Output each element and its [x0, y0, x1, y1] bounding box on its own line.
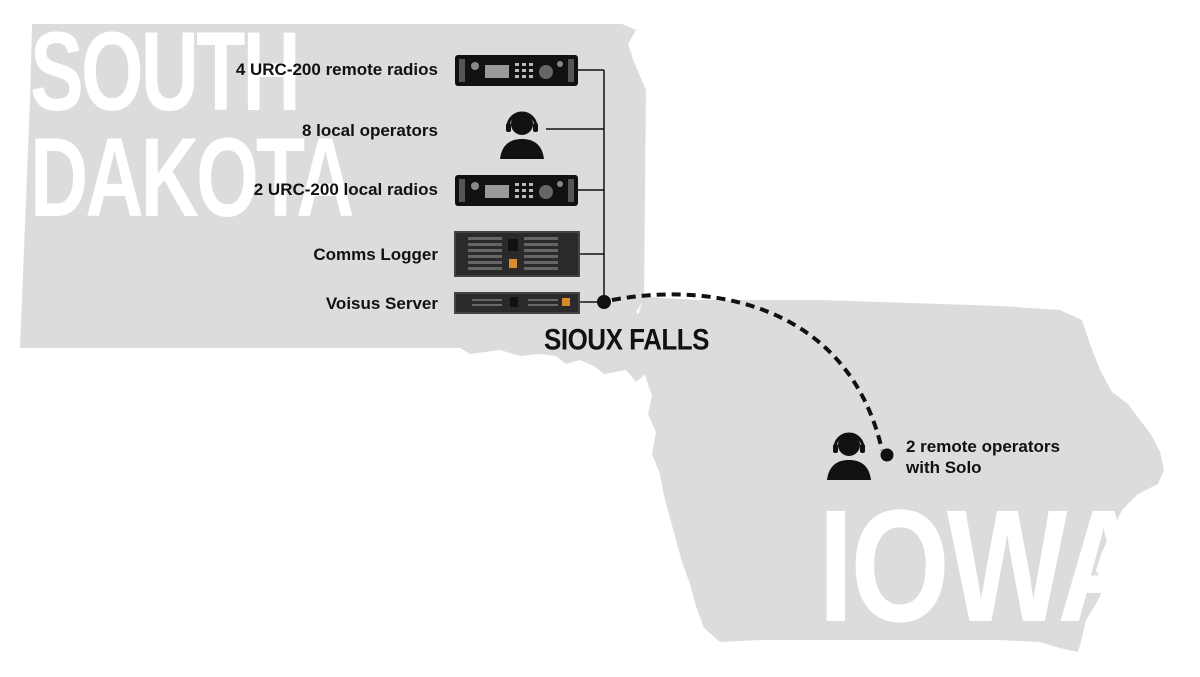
remote-operators-line1: 2 remote operators: [906, 437, 1060, 456]
state-label-south-dakota-line2: DAKOTA: [30, 115, 355, 240]
equipment-label-comms-logger: Comms Logger: [313, 245, 438, 264]
radio-unit-icon: [455, 175, 578, 206]
state-label-south-dakota-line1: SOUTH: [30, 9, 301, 134]
iowa-shape: [638, 296, 1164, 652]
bus-lines: [546, 69, 605, 303]
rack-server-4u-icon: [454, 231, 580, 277]
equipment-label-voisus-server: Voisus Server: [325, 294, 438, 313]
hub-node: [597, 295, 611, 309]
remote-link: [611, 292, 884, 451]
operator-headset-icon: [827, 432, 871, 480]
remote-operators-label: 2 remote operators with Solo: [906, 436, 1060, 478]
rack-server-1u-icon: [454, 292, 580, 314]
radio-unit-icon: [455, 55, 578, 86]
equipment-label-remote-radios: 4 URC-200 remote radios: [235, 60, 438, 79]
remote-node: [880, 448, 894, 462]
equipment-label-local-radios: 2 URC-200 local radios: [253, 180, 438, 199]
equipment-label-local-operators: 8 local operators: [301, 121, 438, 140]
state-label-iowa: IOWA: [818, 476, 1150, 655]
hub-city-label: SIOUX FALLS: [544, 322, 709, 357]
operator-headset-icon: [500, 111, 544, 159]
remote-operators-line2: with Solo: [906, 458, 982, 477]
